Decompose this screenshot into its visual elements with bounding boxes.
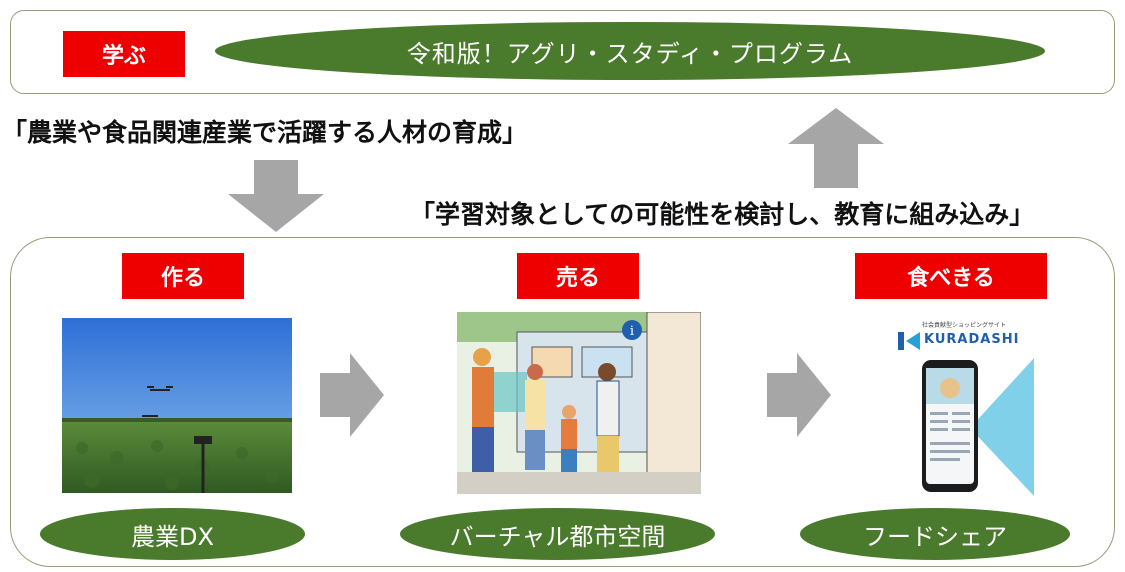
eat-up-label: 食べきる <box>855 253 1047 299</box>
up-arrow-icon <box>788 108 884 188</box>
down-arrow-icon <box>228 160 324 232</box>
quote-human-resource: 「農業や食品関連産業で活躍する人材の育成」 <box>2 118 528 147</box>
virtual-city-caption: バーチャル都市空間 <box>400 508 715 560</box>
sell-label: 売る <box>517 253 639 299</box>
kuradashi-subtitle: 社会貢献型ショッピングサイト <box>922 322 1007 329</box>
program-oval: 令和版！アグリ・スタディ・プログラム <box>215 22 1045 80</box>
agri-dx-caption: 農業DX <box>40 508 305 560</box>
drone-icon <box>147 386 173 391</box>
drone-field-photo <box>62 318 292 493</box>
kuradashi-brand: KURADASHI <box>924 332 1020 347</box>
virtual-city-illustration: i <box>457 312 701 494</box>
right-arrow-2-icon <box>767 353 831 437</box>
kuradashi-logo-icon <box>898 332 920 350</box>
learn-label: 学ぶ <box>63 31 185 77</box>
kuradashi-promo: 社会貢献型ショッピングサイト KURADASHI <box>892 320 1042 496</box>
quote-curriculum: 「学習対象としての可能性を検討し、教育に組み込み」 <box>410 200 1035 229</box>
make-label: 作る <box>122 253 244 299</box>
right-arrow-1-icon <box>320 353 384 437</box>
food-share-caption: フードシェア <box>800 508 1070 560</box>
smartphone-icon <box>922 358 1034 496</box>
svg-text:i: i <box>630 324 634 339</box>
